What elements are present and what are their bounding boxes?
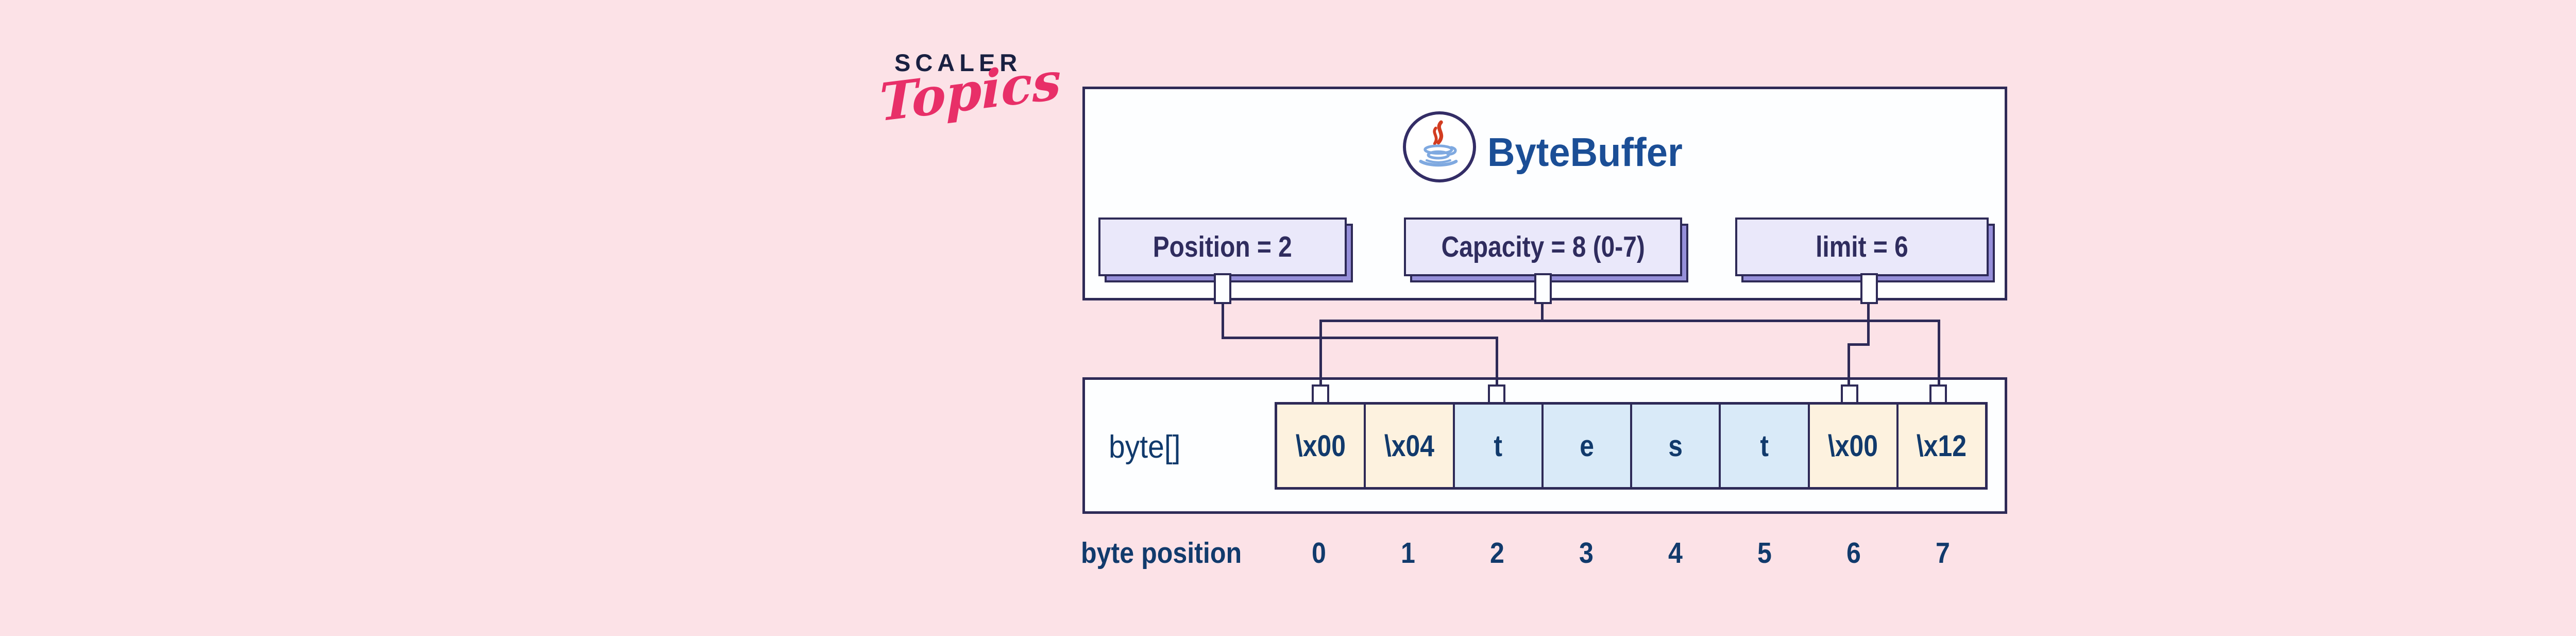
limit-box-label: limit = 6 [1816,230,1908,263]
cell6-connector-stub [1841,384,1858,404]
position-box: Position = 2 [1098,217,1347,276]
byte-position-7: 7 [1936,537,1950,570]
byte-position-5: 5 [1757,537,1772,570]
limit-box: limit = 6 [1735,217,1989,276]
capacity-box: Capacity = 8 (0-7) [1404,217,1682,276]
cell2-connector-stub [1488,384,1505,404]
byte-cell-2: t [1452,405,1541,487]
capacity-line-h [1319,320,1940,322]
position-box-label: Position = 2 [1153,230,1293,263]
byte-cell-3: e [1541,405,1630,487]
byte-cell-4: s [1630,405,1719,487]
byte-cell-6: \x00 [1807,405,1896,487]
byte-cell-5: t [1719,405,1808,487]
byte-position-3: 3 [1579,537,1594,570]
byte-cell-7: \x12 [1896,405,1985,487]
byte-cells-row: \x00 \x04 t e s t \x00 \x12 [1275,402,1988,490]
byte-array-label: byte[] [1109,429,1181,465]
byte-position-1: 1 [1401,537,1415,570]
java-coffee-cup-icon [1419,120,1458,167]
java-icon [1403,111,1476,182]
position-connector-stub [1214,273,1231,304]
limit-line-v1 [1867,304,1870,345]
capacity-line-v2 [1319,320,1322,388]
byte-position-4: 4 [1668,537,1683,570]
cell0-connector-stub [1312,384,1329,404]
byte-position-0: 0 [1312,537,1326,570]
limit-line-v2 [1848,343,1850,388]
capacity-line-v1 [1541,304,1544,322]
page-title: ByteBuffer [1487,129,1683,175]
position-line-v2 [1496,337,1498,388]
byte-position-2: 2 [1490,537,1504,570]
capacity-line-v3 [1938,320,1940,388]
position-line-h [1222,337,1498,339]
capacity-connector-stub [1534,273,1552,304]
limit-line-h [1848,343,1870,346]
scaler-logo-text: SCALER [894,49,1022,76]
byte-position-6: 6 [1846,537,1861,570]
byte-cell-0: \x00 [1277,405,1364,487]
byte-cell-1: \x04 [1364,405,1453,487]
limit-connector-stub [1860,273,1878,304]
position-line-v1 [1222,304,1224,339]
cell7-connector-stub [1929,384,1947,404]
capacity-box-label: Capacity = 8 (0-7) [1441,230,1645,263]
byte-position-label: byte position [1081,537,1242,570]
